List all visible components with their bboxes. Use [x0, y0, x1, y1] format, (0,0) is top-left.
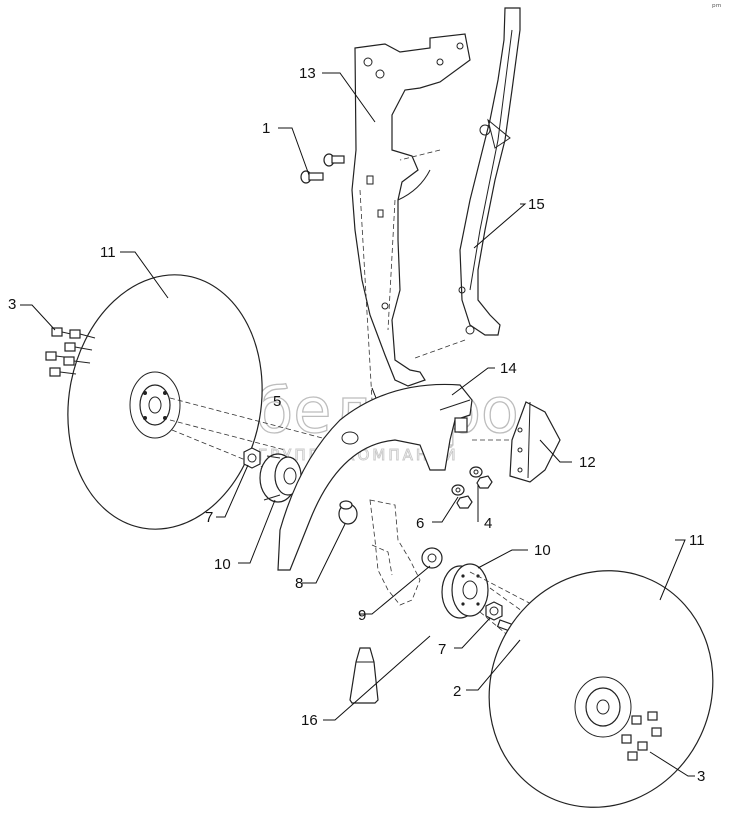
bolt: [637, 741, 648, 751]
bolt: [651, 727, 662, 737]
hidden-bracket-outline: [371, 544, 393, 576]
right-disc-hub: [585, 687, 621, 727]
label-7-right: 7: [438, 641, 446, 658]
grease-tube: [349, 647, 379, 704]
nut: [456, 495, 473, 509]
corner-mark: ᵖᵐ: [712, 3, 722, 13]
right-disc: [488, 570, 714, 808]
left-bearing-hub: [259, 453, 302, 503]
label-11-right: 11: [689, 532, 705, 549]
label-15: 15: [528, 196, 545, 213]
right-disc-hub-center: [596, 699, 610, 715]
bolt: [627, 751, 638, 761]
label-2: 2: [453, 683, 461, 700]
part-labels: 1 13 15 11 3 5 14 12 7 10 8 6 4 10 9 7 2…: [8, 65, 705, 785]
assembly-axis: [169, 419, 286, 451]
bracket-bolt: [323, 153, 345, 167]
label-3-left: 3: [8, 296, 16, 313]
left-disc-hub-center: [148, 396, 162, 414]
bolt: [647, 711, 658, 721]
hub-bolt-hole: [163, 416, 167, 420]
hidden-bracket-outline: [369, 499, 421, 606]
left-nut: [243, 447, 261, 469]
hub-bolt-hole: [143, 391, 147, 395]
bracket-bolt: [300, 170, 324, 184]
right-bearing-hub: [441, 563, 489, 619]
bolt: [69, 329, 96, 339]
frame-bracket: [351, 33, 471, 401]
left-disc-hub: [139, 384, 171, 426]
bolt: [49, 367, 77, 377]
label-11-left: 11: [100, 244, 116, 261]
assembly-axis: [399, 149, 441, 161]
nut: [476, 475, 493, 489]
left-disc-assembly: [67, 274, 263, 530]
bolt: [63, 356, 91, 366]
right-disc-assembly: [488, 570, 714, 808]
label-7-left: 7: [205, 509, 213, 526]
label-5: 5: [273, 393, 281, 410]
hub-bolt-hole: [143, 416, 147, 420]
label-6: 6: [416, 515, 424, 532]
label-10-right: 10: [534, 542, 551, 559]
assembly-axis: [169, 397, 331, 441]
assembly-axis: [489, 587, 591, 661]
bushing: [421, 547, 443, 569]
bracket-hole: [381, 302, 389, 310]
bracket-hole: [375, 69, 385, 79]
bracket-hole: [363, 57, 373, 67]
hub-bolt-hole: [163, 391, 167, 395]
left-disc-hub-ring: [129, 371, 181, 439]
scraper-blade: [509, 401, 561, 483]
right-nut: [485, 601, 503, 621]
right-disc-bolts: [621, 711, 662, 761]
label-13: 13: [299, 65, 316, 82]
bracket-hole: [456, 42, 464, 50]
label-10-left: 10: [214, 556, 231, 573]
leader-lines: [20, 72, 695, 777]
label-12: 12: [579, 454, 596, 471]
label-1: 1: [262, 120, 270, 137]
bolt: [64, 342, 93, 352]
scraper-arm: [458, 7, 521, 336]
left-disc-bolts: [45, 327, 96, 377]
washer: [451, 484, 465, 496]
axle-pin: [338, 500, 358, 525]
label-3-right: 3: [697, 768, 705, 785]
right-disc-hub-ring: [574, 676, 632, 738]
curved-scraper: [277, 383, 473, 571]
label-9: 9: [358, 607, 366, 624]
bracket-hole: [436, 58, 444, 66]
washer: [469, 466, 483, 478]
label-8: 8: [295, 575, 303, 592]
bolt: [631, 715, 642, 725]
label-4: 4: [484, 515, 492, 532]
bolt: [621, 734, 632, 744]
label-14: 14: [500, 360, 517, 377]
label-16: 16: [301, 712, 318, 729]
assembly-axis: [414, 339, 466, 359]
